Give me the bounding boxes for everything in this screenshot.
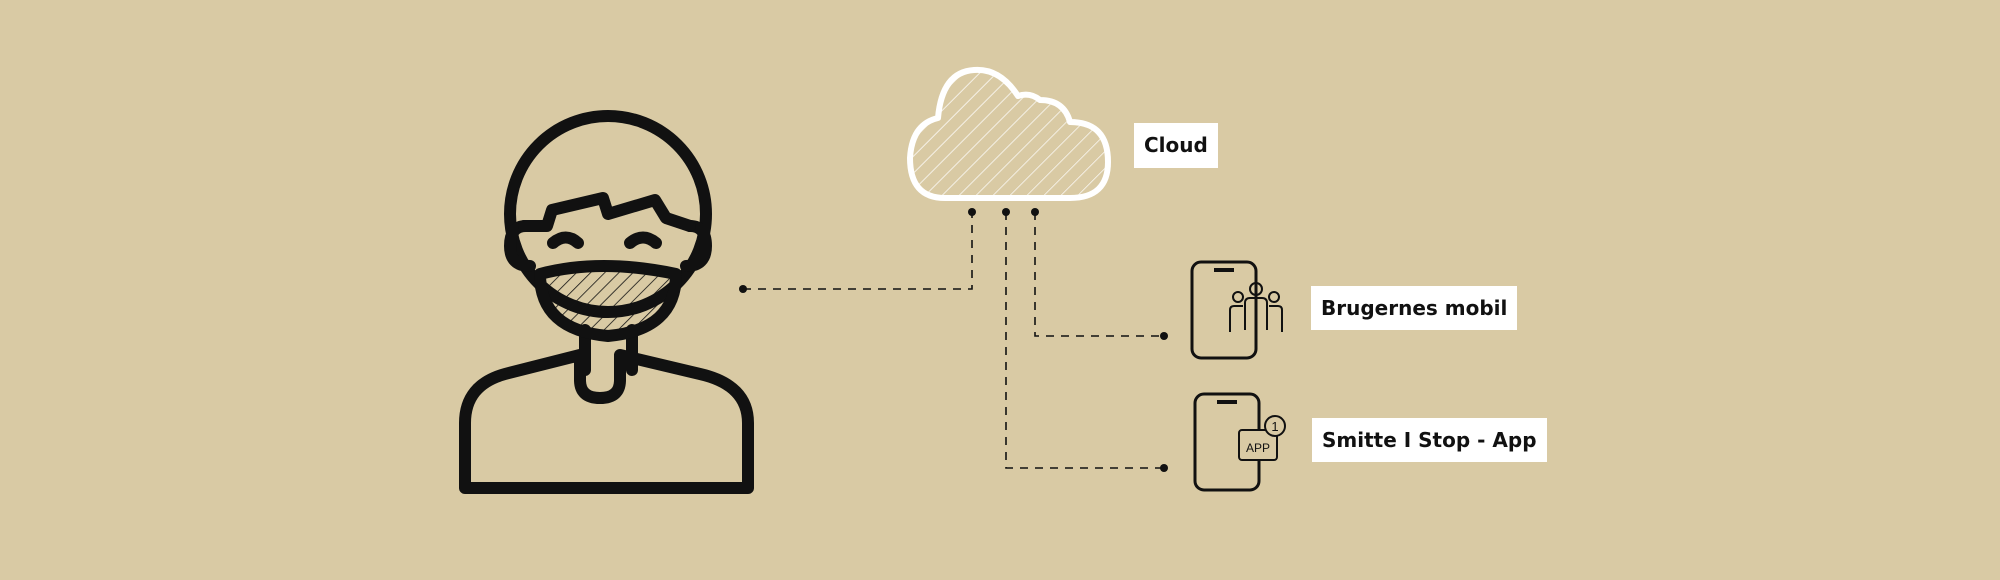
phone-app-notification-icon <box>1193 392 1286 492</box>
cloud-icon <box>907 66 1111 201</box>
app-badge-count: 1 <box>1271 419 1278 434</box>
app-label: Smitte I Stop - App <box>1312 418 1547 462</box>
connector-dots <box>739 208 1168 472</box>
connector-lines <box>743 212 1164 469</box>
phone-users-icon <box>1190 260 1283 360</box>
app-badge-text: APP <box>1246 441 1270 455</box>
mask-shape <box>534 260 682 342</box>
user-phone-label: Brugernes mobil <box>1311 286 1518 330</box>
cloud-label: Cloud <box>1134 123 1218 168</box>
